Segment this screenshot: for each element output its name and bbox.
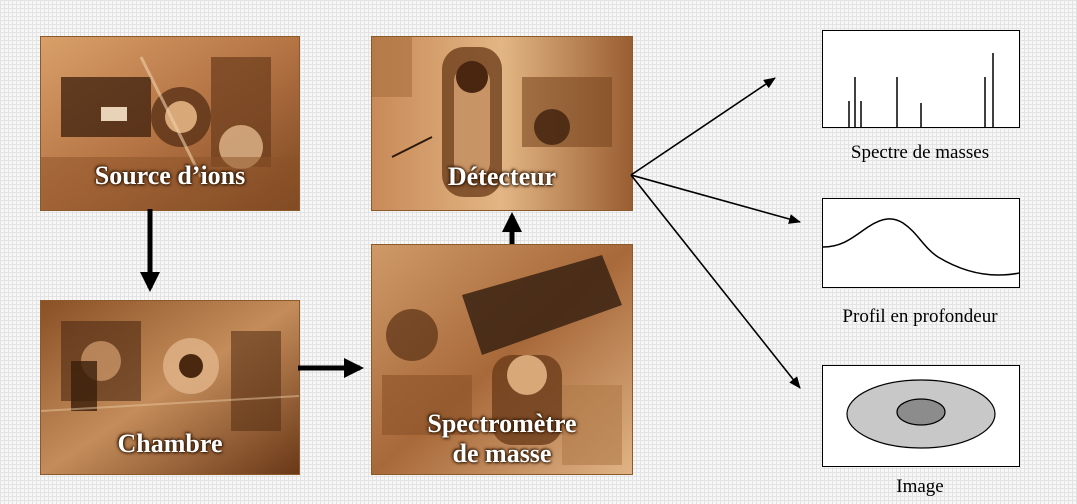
arrow-to-image xyxy=(630,174,801,389)
source-apparatus-image xyxy=(41,37,299,210)
mass-spectrum-graph xyxy=(822,30,1020,128)
chamber-apparatus-image xyxy=(41,301,299,474)
arrow-to-mass-spectrum xyxy=(630,77,776,176)
detector-photo: Détecteur xyxy=(371,36,633,211)
spectrometer-photo: Spectromètre de masse xyxy=(371,244,633,475)
arrow-to-depth-profile xyxy=(630,174,801,224)
image-inner-region xyxy=(896,398,946,426)
mass-spectrum-caption: Spectre de masses xyxy=(850,142,990,163)
spectrometer-label: Spectromètre de masse xyxy=(427,409,577,468)
detector-apparatus-image xyxy=(372,37,632,210)
detector-label: Détecteur xyxy=(447,162,557,191)
source-label: Source d’ions xyxy=(94,161,246,190)
image-graph xyxy=(822,365,1020,467)
depth-profile-curve xyxy=(823,218,1019,276)
spectrum-peaks xyxy=(848,53,994,127)
image-caption: Image xyxy=(896,476,944,497)
depth-profile-graph xyxy=(822,198,1020,288)
chamber-photo: Chambre xyxy=(40,300,300,475)
depth-profile-caption: Profil en profondeur xyxy=(842,306,998,327)
source-photo: Source d’ions xyxy=(40,36,300,211)
chamber-label: Chambre xyxy=(117,429,223,458)
spectrometer-apparatus-image xyxy=(372,245,632,474)
